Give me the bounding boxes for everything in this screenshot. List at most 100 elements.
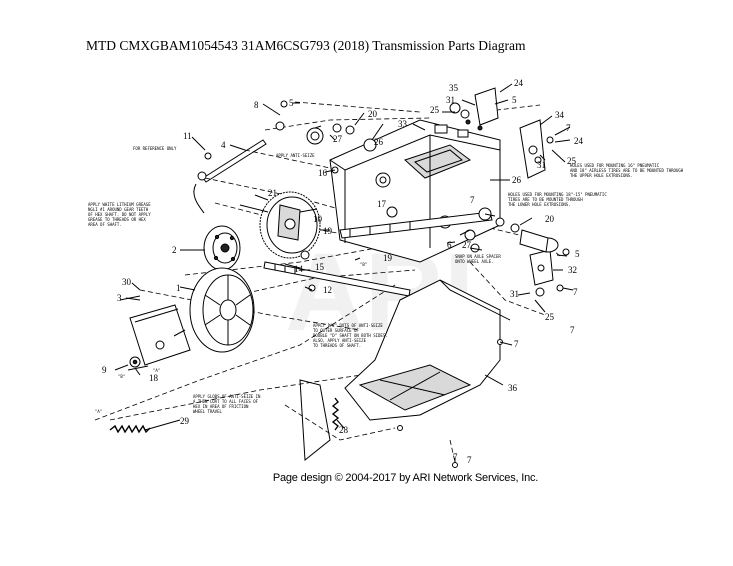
callout-number: 27 <box>462 240 472 250</box>
note-line: ALSO, APPLY ANTI-SEIZE <box>313 338 367 343</box>
note-line: APPLY GLOBS OF ANTI-SEIZE IN <box>193 394 261 399</box>
note-line: AREA OF SHAFT. <box>88 222 122 227</box>
note-line: HEX IN AREA OF FRICTION <box>193 404 249 409</box>
callout-number: 20 <box>368 109 378 119</box>
part-2-hub <box>203 225 241 271</box>
part-33-transmission-housing <box>329 119 501 263</box>
callout-number: 19 <box>323 226 333 236</box>
callout-number: 14 <box>294 264 304 274</box>
page-title: MTD CMXGBAM1054543 31AM6CSG793 (2018) Tr… <box>86 38 526 53</box>
note-line: GREASE TO THREADS OR HEX <box>88 217 146 222</box>
callout-number: 30 <box>122 277 132 287</box>
callout-number: 7 <box>467 455 472 465</box>
part-10-large-gear <box>239 191 321 259</box>
callout-number: 7 <box>570 325 575 335</box>
part-9-pivot <box>127 356 149 371</box>
note-mark-a-lower: "A" <box>95 409 102 414</box>
small-hardware <box>197 100 570 468</box>
callout-number: 5 <box>289 98 294 108</box>
callout-number: 24 <box>574 136 584 146</box>
callout-number: 20 <box>545 214 555 224</box>
callout-number: 12 <box>323 285 332 295</box>
note-line: THE UPPER HOLE EXTRUSIONS. <box>570 173 633 178</box>
callout-number: 34 <box>555 110 565 120</box>
callout-number: 24 <box>514 78 524 88</box>
callout-number: 26 <box>374 137 384 147</box>
callout-number: 6 <box>447 240 452 250</box>
callout-number: 35 <box>449 83 459 93</box>
callout-number: 7 <box>453 452 458 462</box>
note-mark-b-shaft: "B" <box>360 262 367 267</box>
callout-number: 7 <box>573 287 578 297</box>
callout-number: 8 <box>254 100 259 110</box>
callout-number: 5 <box>512 95 517 105</box>
note-line: APPLY WHITE LITHIUM GREASE <box>88 202 151 207</box>
note-line: HOLES USED FOR MOUNTING 18"-15" PNEUMATI… <box>508 192 607 197</box>
note-line: HOLES USED FOR MOUNTING 16" PNEUMATIC <box>570 163 660 168</box>
copyright-footer: Page design © 2004-2017 by ARI Network S… <box>272 472 539 484</box>
part-29-spring <box>109 424 151 434</box>
callout-number: 7 <box>514 339 519 349</box>
part-28-spring <box>299 379 340 461</box>
note-line: THE LOWER HOLE EXTRUSIONS. <box>508 202 571 207</box>
part-17-hex-shaft <box>339 211 493 239</box>
callout-number: 11 <box>183 131 192 141</box>
note-anti-seize-lower: APPLY GLOBS OF ANTI-SEIZE INA THIN COAT … <box>193 394 261 414</box>
note-holes-lower: HOLES USED FOR MOUNTING 18"-15" PNEUMATI… <box>508 192 607 207</box>
callout-number: 25 <box>567 156 577 166</box>
callout-number: 32 <box>568 265 577 275</box>
part-36-cover-plate <box>344 279 511 421</box>
part-4-shaft-rod <box>193 139 267 214</box>
callout-number: 26 <box>512 175 522 185</box>
note-line: TO OUTER SURFACE OF <box>313 328 359 333</box>
note-holes-upper: HOLES USED FOR MOUNTING 16" PNEUMATICAND… <box>570 163 684 178</box>
callout-number: 31 <box>537 160 546 170</box>
note-anti-seize-top: APPLY ANTI-SEIZE <box>276 153 315 158</box>
callout-number: 31 <box>446 95 455 105</box>
callout-number: 4 <box>221 140 226 150</box>
leader-lines <box>114 83 574 463</box>
note-mark-a: "A" <box>153 368 160 373</box>
callout-number: 25 <box>545 312 555 322</box>
callout-number: 28 <box>339 425 349 435</box>
annotation-notes: FOR REFERENCE ONLY APPLY ANTI-SEIZE APPL… <box>88 146 684 414</box>
callout-number: 15 <box>315 262 325 272</box>
callout-number: 2 <box>172 245 177 255</box>
callout-number: 21 <box>268 188 277 198</box>
callout-number: 27 <box>333 134 343 144</box>
note-line: NGLI #1 AROUND GEAR TEETH <box>88 207 149 212</box>
callout-number: 17 <box>377 199 387 209</box>
note-mark-b: "B" <box>118 374 125 379</box>
note-line: AND 18" AIRLESS TIRES ARE TO BE MOUNTED … <box>570 168 684 173</box>
callout-number: 36 <box>508 383 518 393</box>
callout-number: 33 <box>398 119 408 129</box>
note-line: WHEEL TRAVEL <box>193 409 222 414</box>
callout-number: 31 <box>510 289 519 299</box>
note-line: A THIN COAT TO ALL FACES OF <box>193 399 259 404</box>
note-line: SNAP ON AXLE SPACER <box>455 254 501 259</box>
right-bracket-parts <box>474 87 559 297</box>
note-line: APPLY 1/2" DOTS OF ANTI-SEIZE <box>313 323 383 328</box>
part-3-bracket <box>119 295 191 366</box>
callout-number: 5 <box>575 249 580 259</box>
note-reference-only: FOR REFERENCE ONLY <box>133 146 177 151</box>
callout-number: 19 <box>383 253 393 263</box>
note-line: ONTO WHEEL AXLE. <box>455 259 494 264</box>
callout-number: 1 <box>176 283 181 293</box>
part-1-friction-wheel <box>189 267 255 353</box>
callout-number: 18 <box>149 373 159 383</box>
callout-number: 3 <box>117 293 122 303</box>
callout-number: 7 <box>470 195 475 205</box>
callout-number: 25 <box>430 105 440 115</box>
callout-number: 10 <box>313 214 323 224</box>
note-line: TIRES ARE TO BE MOUNTED THROUGH <box>508 197 583 202</box>
note-line: OF HEX SHAFT. DO NOT APPLY <box>88 212 151 217</box>
callout-number: 16 <box>318 168 328 178</box>
callout-number: 7 <box>566 123 571 133</box>
